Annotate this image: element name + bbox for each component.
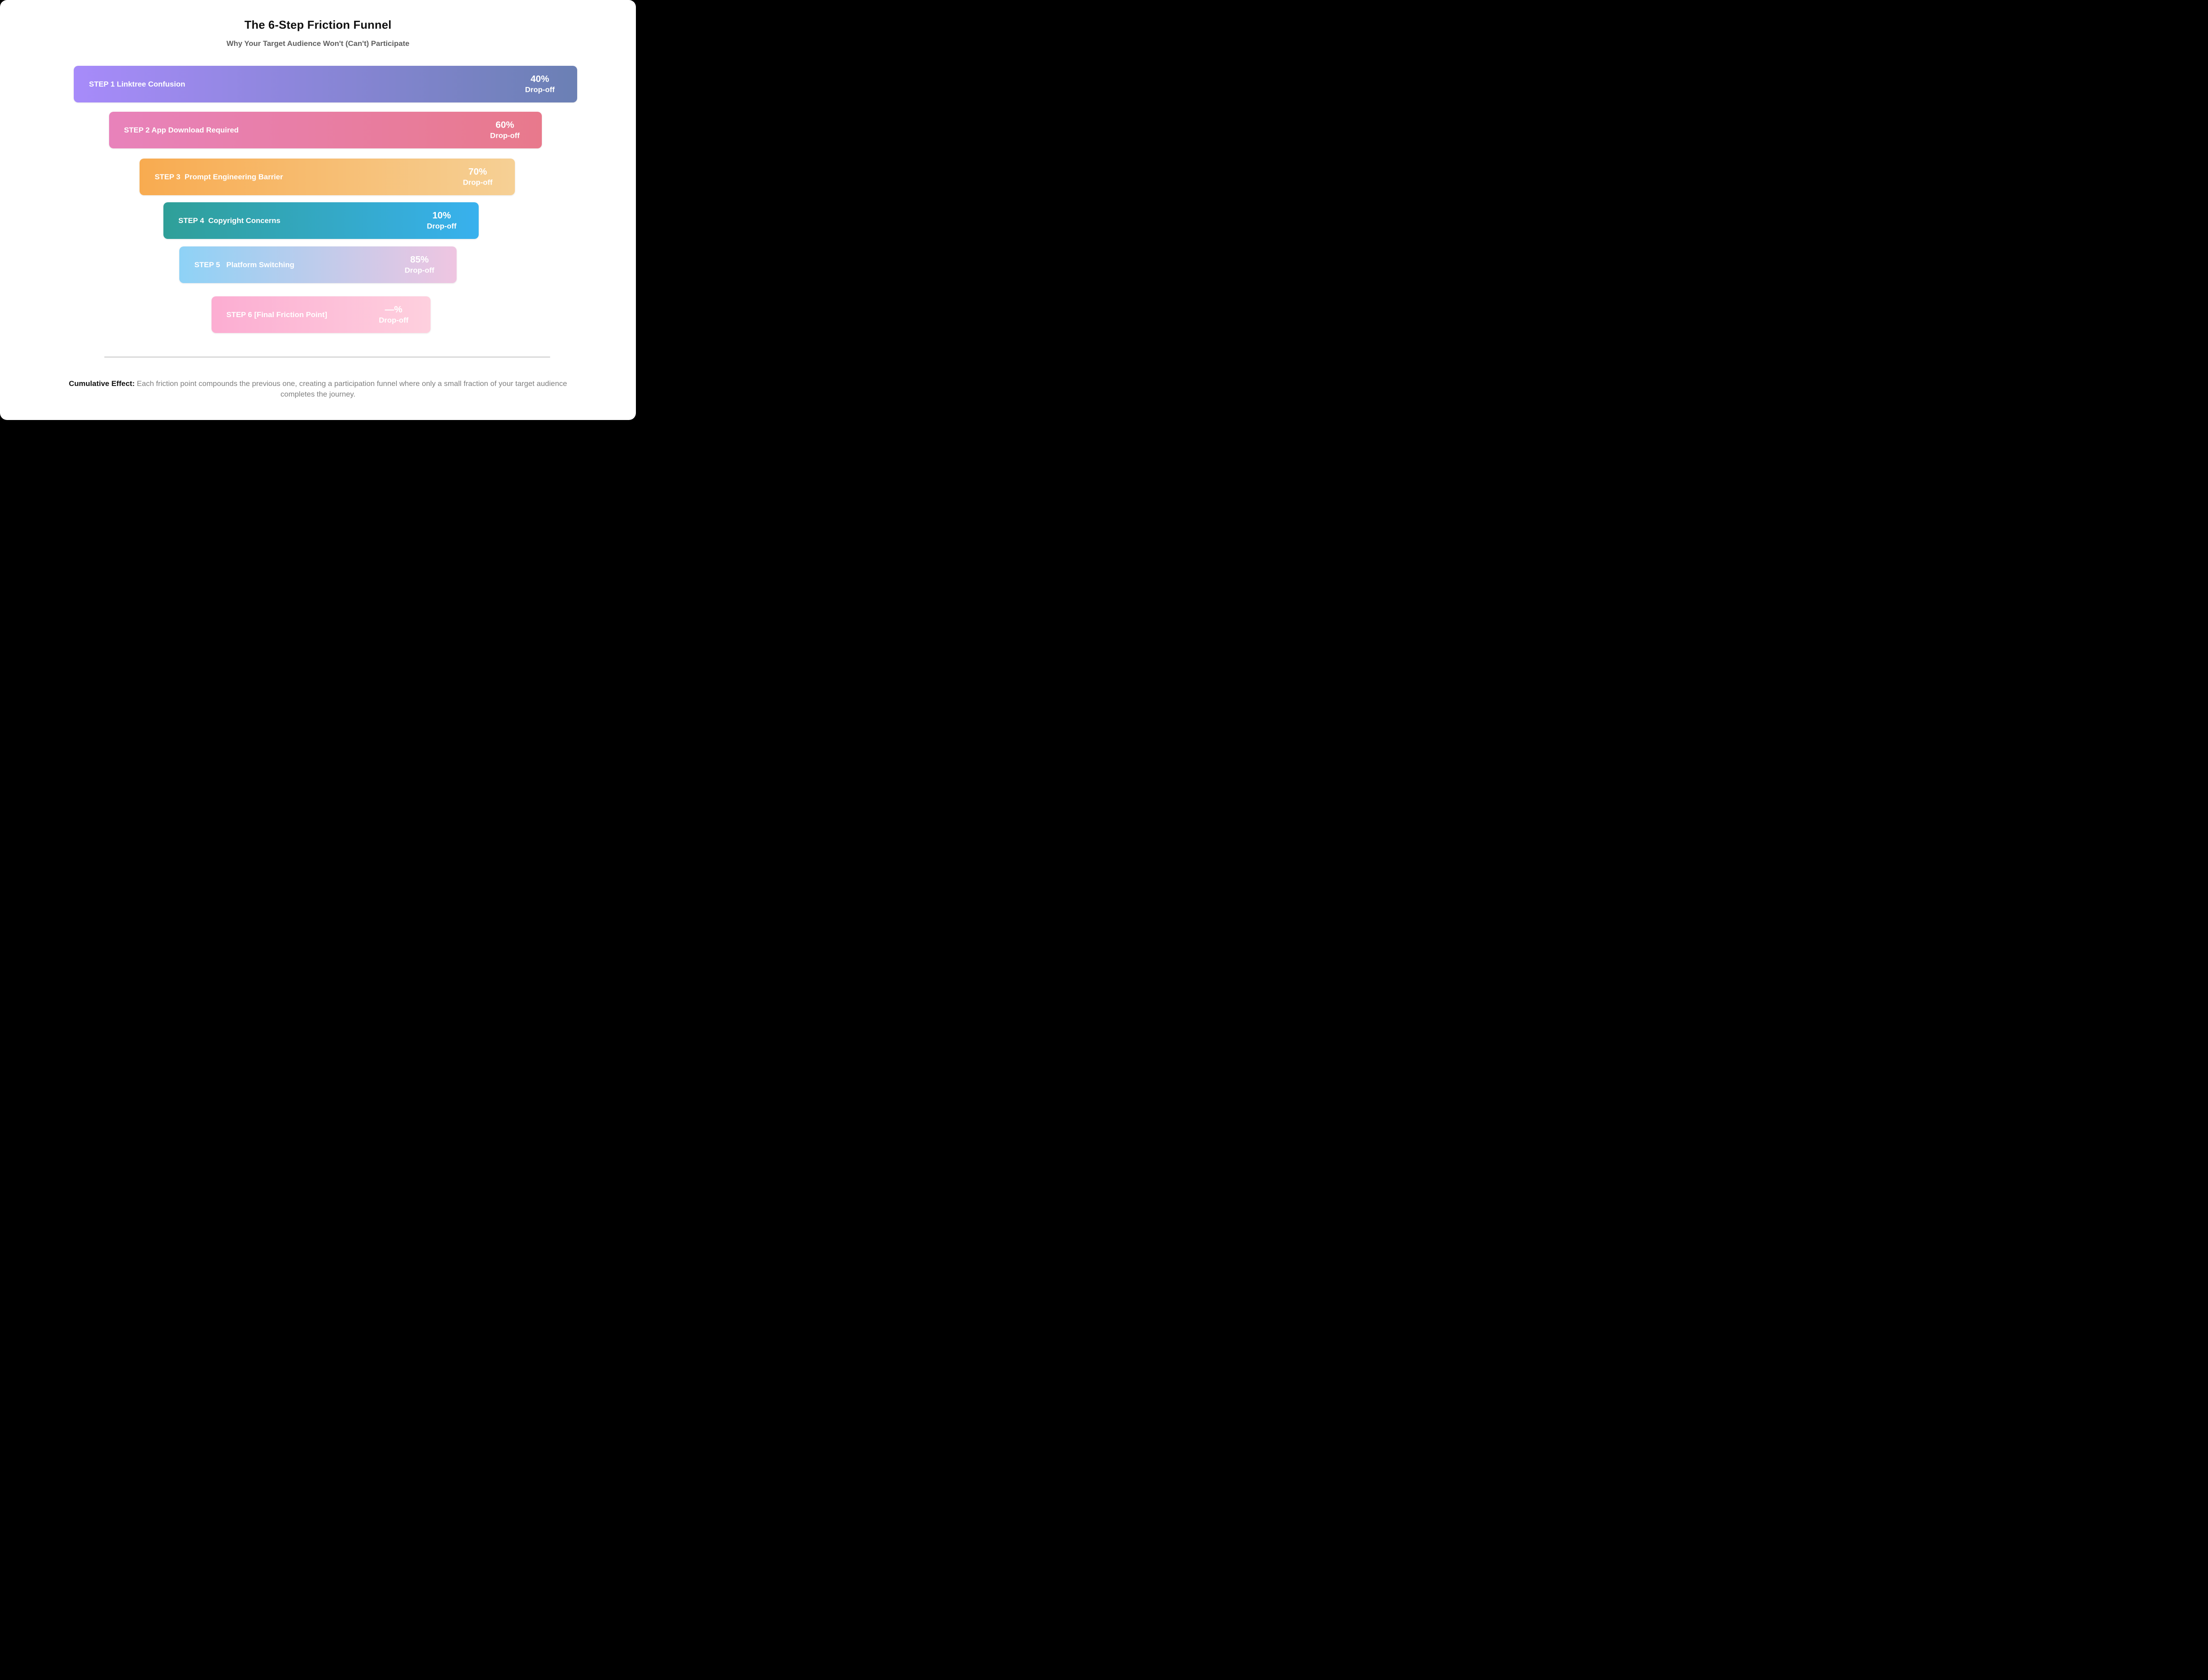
funnel-bar-row: STEP 3 Prompt Engineering Barrier 70%Drop… <box>9 159 636 195</box>
dropoff-percentage: 10% <box>432 210 451 220</box>
funnel-step-label: STEP 4 Copyright Concerns <box>178 216 280 225</box>
dropoff-percentage: 70% <box>468 166 487 177</box>
funnel-bar-step-2: STEP 2 App Download Required 60%Drop-off <box>109 112 542 148</box>
dropoff-stat: —% Drop-off <box>367 304 420 325</box>
note-label: Cumulative Effect: <box>68 379 135 388</box>
page-background: The 6-Step Friction Funnel Why Your Targ… <box>0 0 636 420</box>
cumulative-effect-note: Cumulative Effect: Each friction point c… <box>64 378 572 400</box>
funnel-bar-row: STEP 6 [Final Friction Point] —% Drop-off <box>3 296 636 333</box>
dropoff-caption: Drop-off <box>490 131 520 140</box>
dropoff-caption: Drop-off <box>378 316 408 324</box>
dropoff-stat: 40%Drop-off <box>514 74 567 95</box>
dropoff-percentage: 40% <box>530 74 549 84</box>
funnel-bar-row: STEP 2 App Download Required 60%Drop-off <box>8 112 636 148</box>
funnel-step-label: STEP 6 [Final Friction Point] <box>226 310 327 319</box>
dropoff-percentage: 85% <box>410 254 429 265</box>
dropoff-stat: 60%Drop-off <box>478 120 531 140</box>
funnel-step-label: STEP 1 Linktree Confusion <box>89 79 185 88</box>
funnel-bar-step-5: STEP 5 Platform Switching 85%Drop-off <box>179 246 457 283</box>
dropoff-stat: 85%Drop-off <box>393 254 446 275</box>
divider <box>104 356 550 358</box>
funnel-bar-step-6: STEP 6 [Final Friction Point] —% Drop-off <box>211 296 431 333</box>
funnel-bar-step-1: STEP 1 Linktree Confusion 40%Drop-off <box>74 66 577 102</box>
page-subtitle: Why Your Target Audience Won't (Can't) P… <box>226 39 410 48</box>
infographic-card: The 6-Step Friction Funnel Why Your Targ… <box>0 0 636 420</box>
note-text: Each friction point compounds the previo… <box>135 379 567 399</box>
dropoff-stat: 70%Drop-off <box>451 166 504 187</box>
dropoff-caption: Drop-off <box>427 222 457 230</box>
funnel-step-label: STEP 2 App Download Required <box>124 125 239 134</box>
funnel-bar-row: STEP 1 Linktree Confusion 40%Drop-off <box>8 66 636 102</box>
page-title: The 6-Step Friction Funnel <box>244 18 392 31</box>
funnel-step-label: STEP 3 Prompt Engineering Barrier <box>155 172 283 181</box>
dropoff-caption: Drop-off <box>405 266 435 274</box>
funnel-bar-row: STEP 5 Platform Switching 85%Drop-off <box>0 246 636 283</box>
funnel-bar-step-3: STEP 3 Prompt Engineering Barrier 70%Drop… <box>140 159 515 195</box>
dropoff-percentage: —% <box>385 304 403 314</box>
funnel-bar-step-4: STEP 4 Copyright Concerns 10% Drop-off <box>163 202 479 239</box>
dropoff-percentage: 60% <box>495 120 514 130</box>
funnel-step-label: STEP 5 Platform Switching <box>194 260 295 269</box>
dropoff-stat: 10% Drop-off <box>415 210 468 231</box>
dropoff-caption: Drop-off <box>525 85 555 94</box>
funnel-bar-row: STEP 4 Copyright Concerns 10% Drop-off <box>3 202 636 239</box>
dropoff-caption: Drop-off <box>463 178 493 186</box>
